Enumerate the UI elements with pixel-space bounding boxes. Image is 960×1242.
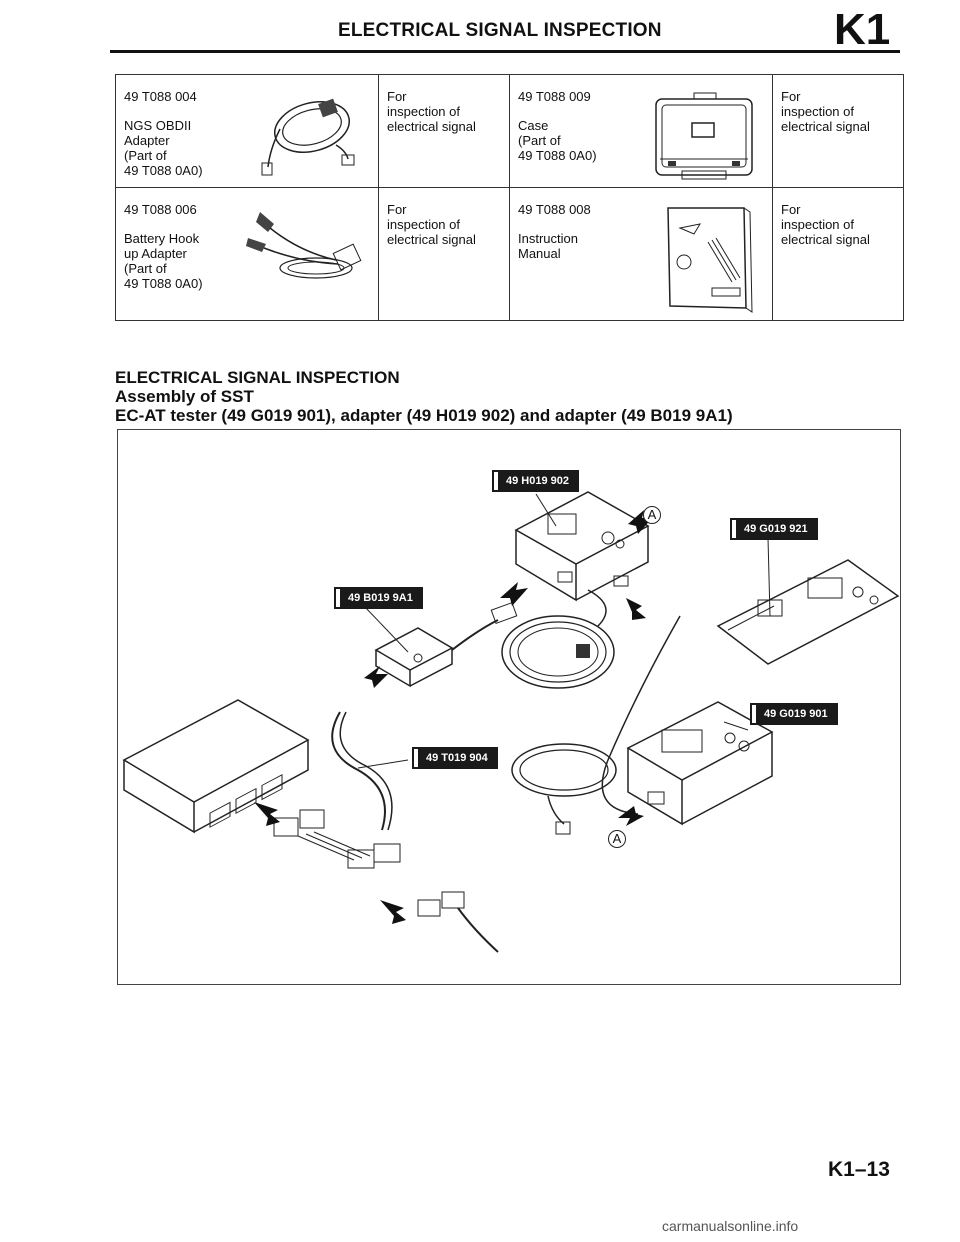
callout-49-g019-901: 49 G019 901 <box>750 703 838 725</box>
tool-name-line: up Adapter <box>124 246 187 261</box>
table-cell-purpose: For inspection of electrical signal <box>378 187 510 321</box>
harness-t019-904-drawing <box>273 711 499 953</box>
table-cell-tool: 49 T088 009 Case (Part of 49 T088 0A0) <box>509 74 773 188</box>
section-code: K1 <box>834 5 891 54</box>
section-subheading-detail: EC-AT tester (49 G019 901), adapter (49 … <box>115 406 733 425</box>
instruction-manual-icon <box>667 207 753 313</box>
callout-49-h019-902: 49 H019 902 <box>492 470 579 492</box>
tool-number: 49 T088 006 <box>124 202 197 217</box>
battery-clip-cable-icon <box>246 212 362 279</box>
tool-name-line: Battery Hook <box>124 231 200 246</box>
tester-cable-drawing <box>511 615 681 835</box>
table-row: 49 T088 006 Battery Hook up Adapter (Par… <box>115 187 904 321</box>
callout-leaders <box>357 493 771 769</box>
page-number: K1–13 <box>828 1158 890 1181</box>
callout-49-g019-921: 49 G019 921 <box>730 518 818 540</box>
adapter-b019-drawing <box>374 602 518 688</box>
tool-part-of-line: (Part of <box>124 261 167 276</box>
callout-49-t019-904: 49 T019 904 <box>412 747 498 769</box>
table-cell-tool: 49 T088 008 Instruction Manual <box>509 187 773 321</box>
connection-arrows <box>254 510 654 924</box>
purpose-line: For <box>387 89 407 104</box>
section-heading: ELECTRICAL SIGNAL INSPECTION <box>115 368 400 387</box>
tester-g019-901-drawing <box>626 701 774 826</box>
callout-49-b019-9a1: 49 B019 9A1 <box>334 587 423 609</box>
connector-marker-a: A <box>608 830 626 848</box>
tool-name-line: Adapter <box>124 133 170 148</box>
table-cell-tool: 49 T088 004 NGS OBDII Adapter (Part of 4… <box>115 74 379 188</box>
table-cell-tool: 49 T088 006 Battery Hook up Adapter (Par… <box>115 187 379 321</box>
purpose-line: inspection of <box>387 217 460 232</box>
tool-name-line: Manual <box>518 246 561 261</box>
watermark-text: carmanualsonline.info <box>662 1218 799 1234</box>
purpose-line: For <box>781 89 801 104</box>
tool-part-of-line: 49 T088 0A0) <box>518 148 597 163</box>
purpose-line: electrical signal <box>781 119 870 134</box>
tool-part-of-line: 49 T088 0A0) <box>124 276 203 291</box>
obd-adapter-cable-icon <box>261 98 355 176</box>
tool-number: 49 T088 009 <box>518 89 591 104</box>
table-cell-purpose: For inspection of electrical signal <box>772 187 904 321</box>
adapter-h019-drawing <box>514 491 650 602</box>
board-g019-921-drawing <box>716 559 900 665</box>
purpose-line: electrical signal <box>387 119 476 134</box>
sst-table: 49 T088 004 NGS OBDII Adapter (Part of 4… <box>115 74 904 321</box>
coiled-cable-drawing <box>501 589 615 689</box>
table-row: 49 T088 004 NGS OBDII Adapter (Part of 4… <box>115 74 904 188</box>
table-cell-purpose: For inspection of electrical signal <box>772 74 904 188</box>
purpose-line: For <box>387 202 407 217</box>
assembly-figure: 49 H019 902 49 G019 921 49 B019 9A1 49 G… <box>117 429 901 985</box>
header-rule <box>110 50 900 53</box>
tool-part-of-line: 49 T088 0A0) <box>124 163 203 178</box>
section-subheading: Assembly of SST <box>115 387 254 406</box>
ecu-unit-drawing <box>122 699 310 834</box>
purpose-line: electrical signal <box>387 232 476 247</box>
purpose-line: inspection of <box>387 104 460 119</box>
tool-number: 49 T088 004 <box>124 89 197 104</box>
carry-case-icon <box>655 92 753 180</box>
tool-name-line: NGS OBDII <box>124 118 192 133</box>
page-header-title: ELECTRICAL SIGNAL INSPECTION <box>338 20 662 41</box>
purpose-line: For <box>781 202 801 217</box>
assembly-diagram <box>122 491 900 953</box>
purpose-line: electrical signal <box>781 232 870 247</box>
tool-name-line: Instruction <box>518 231 578 246</box>
tool-number: 49 T088 008 <box>518 202 591 217</box>
tool-name-line: Case <box>518 118 549 133</box>
connector-marker-a: A <box>643 506 661 524</box>
purpose-line: inspection of <box>781 104 854 119</box>
tool-part-of-line: (Part of <box>124 148 167 163</box>
tool-part-of-line: (Part of <box>518 133 561 148</box>
table-cell-purpose: For inspection of electrical signal <box>378 74 510 188</box>
purpose-line: inspection of <box>781 217 854 232</box>
